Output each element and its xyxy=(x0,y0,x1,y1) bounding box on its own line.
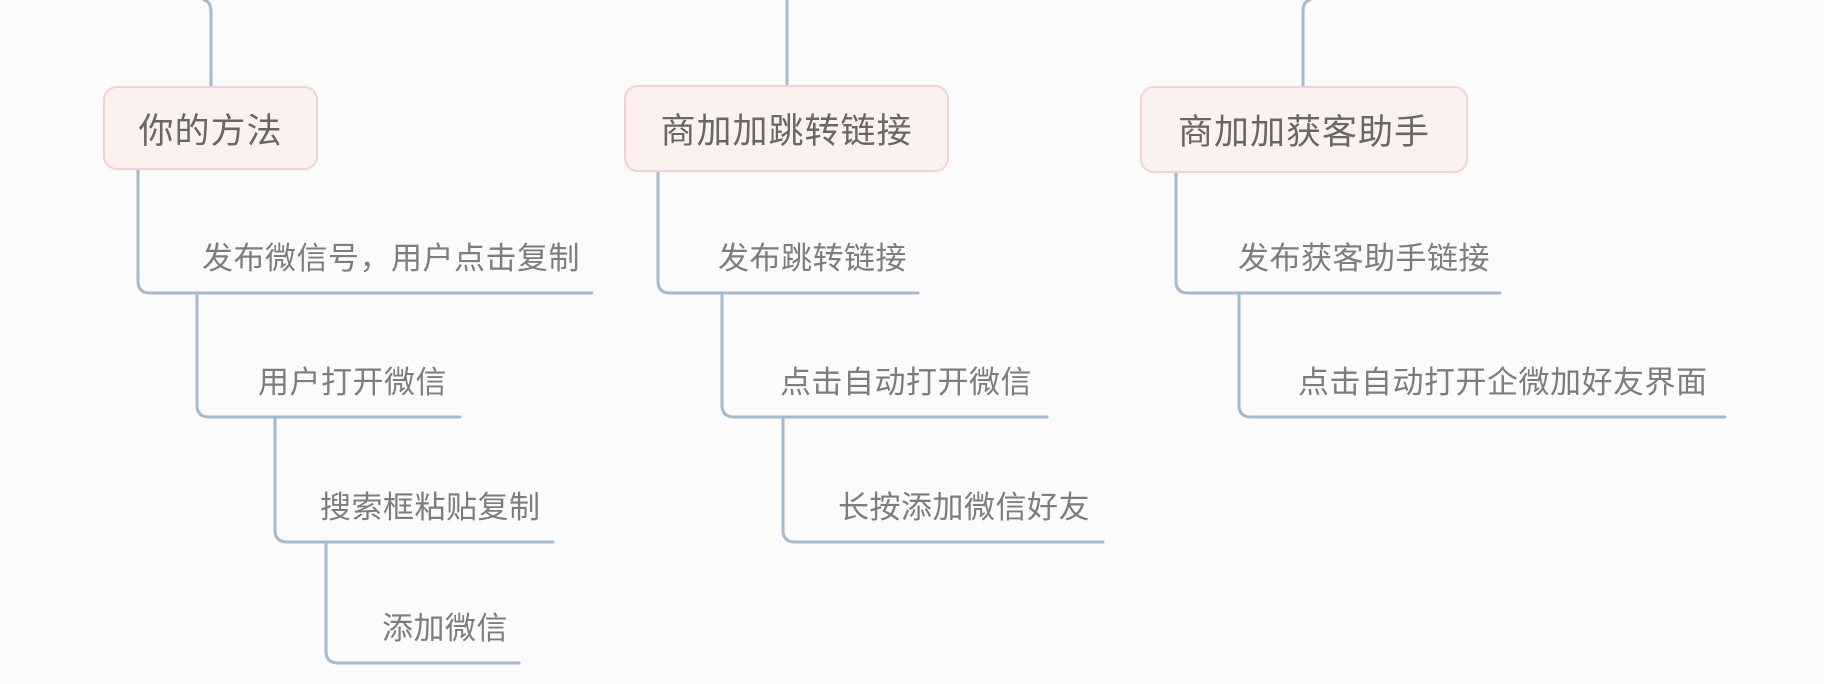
topic-box-branch1[interactable]: 你的方法 xyxy=(103,86,318,170)
branch1-child-node-3[interactable]: 搜索框粘贴复制 xyxy=(320,490,541,525)
topic-label: 商加加跳转链接 xyxy=(660,112,913,151)
branch1-parent-connector-line xyxy=(202,0,213,88)
topic-box-branch3[interactable]: 商加加获客助手 xyxy=(1140,86,1468,173)
topic-label: 你的方法 xyxy=(138,111,283,151)
branch1-connector-child1 xyxy=(136,168,594,295)
topic-box-branch2[interactable]: 商加加跳转链接 xyxy=(624,85,949,172)
branch1-child-node-2[interactable]: 用户打开微信 xyxy=(258,365,447,400)
topic-label: 商加加获客助手 xyxy=(1177,113,1430,152)
branch3-parent-connector-line xyxy=(1301,0,1312,88)
branch1-connector-child3 xyxy=(273,415,555,544)
branch2-connector-child3 xyxy=(781,415,1105,544)
branch2-child-node-1[interactable]: 发布跳转链接 xyxy=(718,241,907,276)
branch3-connector-child1 xyxy=(1174,171,1502,295)
branch1-connector-child2 xyxy=(195,291,462,419)
branch1-child-node-1[interactable]: 发布微信号，用户点击复制 xyxy=(202,241,580,276)
branch1-child-node-4[interactable]: 添加微信 xyxy=(382,611,508,646)
branch3-connector-child2 xyxy=(1237,291,1727,419)
branch3-child-node-2[interactable]: 点击自动打开企微加好友界面 xyxy=(1298,365,1708,400)
branch2-child-node-2[interactable]: 点击自动打开微信 xyxy=(780,365,1032,400)
branch1-connector-child4 xyxy=(324,540,521,665)
branch2-connector-child1 xyxy=(656,170,920,295)
branch3-child-node-1[interactable]: 发布获客助手链接 xyxy=(1238,241,1490,276)
branch2-connector-child2 xyxy=(720,291,1049,419)
branch2-child-node-3[interactable]: 长按添加微信好友 xyxy=(838,490,1090,525)
